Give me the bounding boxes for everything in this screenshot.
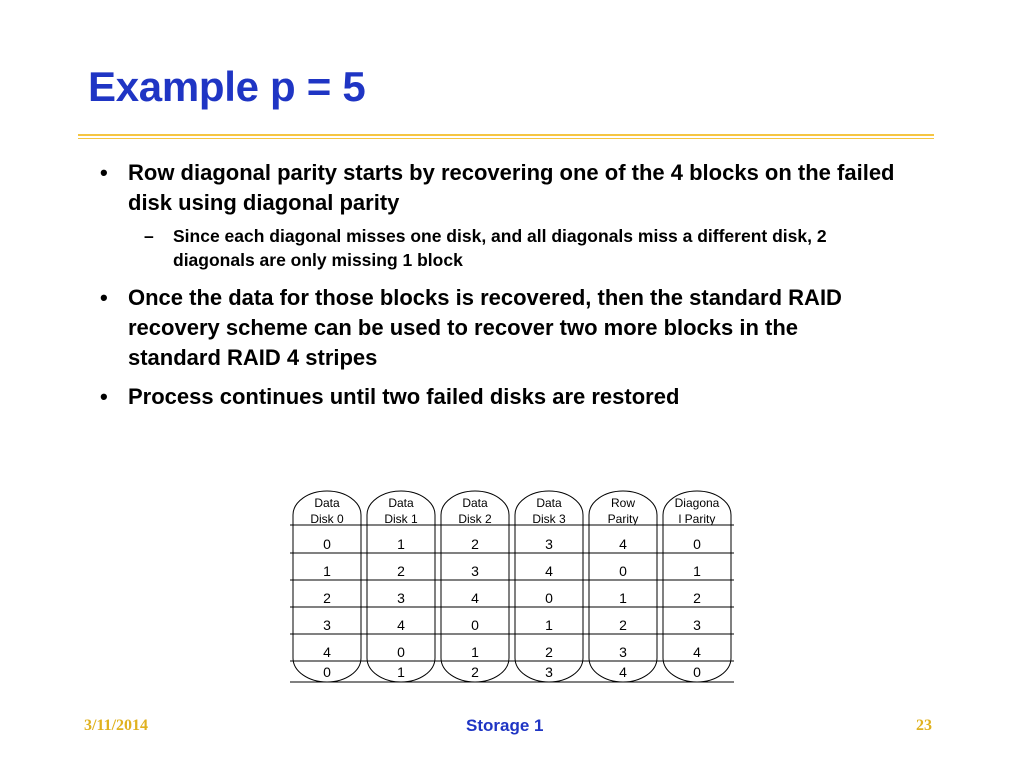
table-cell-r4-c4: 3 [619, 644, 627, 660]
table-cells: 0 1 2 3 4 0 1 2 3 4 0 1 2 3 4 0 1 2 3 4 0 1 2 3 4 0 1 2 3 4 0 1 2 3 4 0 [323, 536, 701, 680]
table-cell-r3-c1: 4 [397, 617, 405, 633]
table-cell-r0-c5: 0 [693, 536, 701, 552]
column-header-1-line2: Disk 1 [384, 512, 418, 526]
table-cell-r2-c0: 2 [323, 590, 331, 606]
table-cell-r5-c2: 2 [471, 664, 479, 680]
table-cell-r2-c5: 2 [693, 590, 701, 606]
column-header-2-line1: Data [462, 496, 488, 510]
column-header-1-line1: Data [388, 496, 414, 510]
slide-body: • Row diagonal parity starts by recoveri… [96, 158, 896, 421]
column-header-3-line1: Data [536, 496, 562, 510]
column-header-4-line2: Parity [608, 512, 639, 526]
bullet-3-text: Process continues until two failed disks… [128, 384, 680, 409]
bullet-2-text: Once the data for those blocks is recove… [128, 285, 842, 370]
table-cell-r5-c5: 0 [693, 664, 701, 680]
slide-title: Example p = 5 [88, 63, 366, 110]
column-header-0-line1: Data [314, 496, 340, 510]
table-cell-r0-c3: 3 [545, 536, 553, 552]
table-cell-r4-c2: 1 [471, 644, 479, 660]
bullet-1-text: Row diagonal parity starts by recovering… [128, 160, 895, 215]
column-ovals [292, 490, 732, 683]
table-cell-r1-c1: 2 [397, 563, 405, 579]
table-cell-r3-c0: 3 [323, 617, 331, 633]
table-cell-r1-c4: 0 [619, 563, 627, 579]
footer-page-number: 23 [916, 717, 932, 734]
bullet-1: • Row diagonal parity starts by recoveri… [96, 158, 896, 218]
footer-date: 3/11/2014 [84, 717, 149, 734]
table-cell-r1-c5: 1 [693, 563, 701, 579]
bullet-marker: • [100, 384, 108, 409]
column-header-5-line1: Diagona [675, 496, 720, 510]
table-cell-r2-c3: 0 [545, 590, 553, 606]
title-divider [78, 134, 934, 136]
column-header-5-line2: l Parity [679, 512, 716, 526]
bullet-3: • Process continues until two failed dis… [96, 382, 896, 412]
title-divider-thin [78, 138, 934, 139]
table-cell-r0-c1: 1 [397, 536, 405, 552]
bullet-marker: • [100, 285, 108, 310]
table-cell-r3-c4: 2 [619, 617, 627, 633]
table-cell-r1-c0: 1 [323, 563, 331, 579]
table-cell-r5-c3: 3 [545, 664, 553, 680]
table-cell-r1-c2: 3 [471, 563, 479, 579]
footer-title: Storage 1 [466, 716, 544, 735]
column-header-2-line2: Disk 2 [458, 512, 492, 526]
table-cell-r4-c0: 4 [323, 644, 331, 660]
table-cell-r4-c3: 2 [545, 644, 553, 660]
bullet-marker: • [100, 160, 108, 185]
column-header-0-line2: Disk 0 [310, 512, 344, 526]
table-cell-r0-c2: 2 [471, 536, 479, 552]
sub-bullet-1-text: Since each diagonal misses one disk, and… [173, 226, 827, 270]
table-cell-r3-c2: 0 [471, 617, 479, 633]
table-cell-r2-c4: 1 [619, 590, 627, 606]
row-lines [290, 524, 734, 683]
bullet-2: • Once the data for those blocks is reco… [96, 283, 896, 373]
table-cell-r4-c5: 4 [693, 644, 701, 660]
column-header-3-line2: Disk 3 [532, 512, 566, 526]
table-cell-r2-c2: 4 [471, 590, 479, 606]
table-cell-r4-c1: 0 [397, 644, 405, 660]
table-cell-r2-c1: 3 [397, 590, 405, 606]
column-header-4-line1: Row [611, 496, 635, 510]
table-cell-r0-c0: 0 [323, 536, 331, 552]
table-cell-r5-c1: 1 [397, 664, 405, 680]
table-cell-r3-c5: 3 [693, 617, 701, 633]
sub-bullet-1: – Since each diagonal misses one disk, a… [96, 224, 896, 272]
table-cell-r1-c3: 4 [545, 563, 553, 579]
table-cell-r5-c0: 0 [323, 664, 331, 680]
table-cell-r0-c4: 4 [619, 536, 627, 552]
table-cell-r5-c4: 4 [619, 664, 627, 680]
sub-bullet-marker: – [144, 226, 154, 246]
table-cell-r3-c3: 1 [545, 617, 553, 633]
